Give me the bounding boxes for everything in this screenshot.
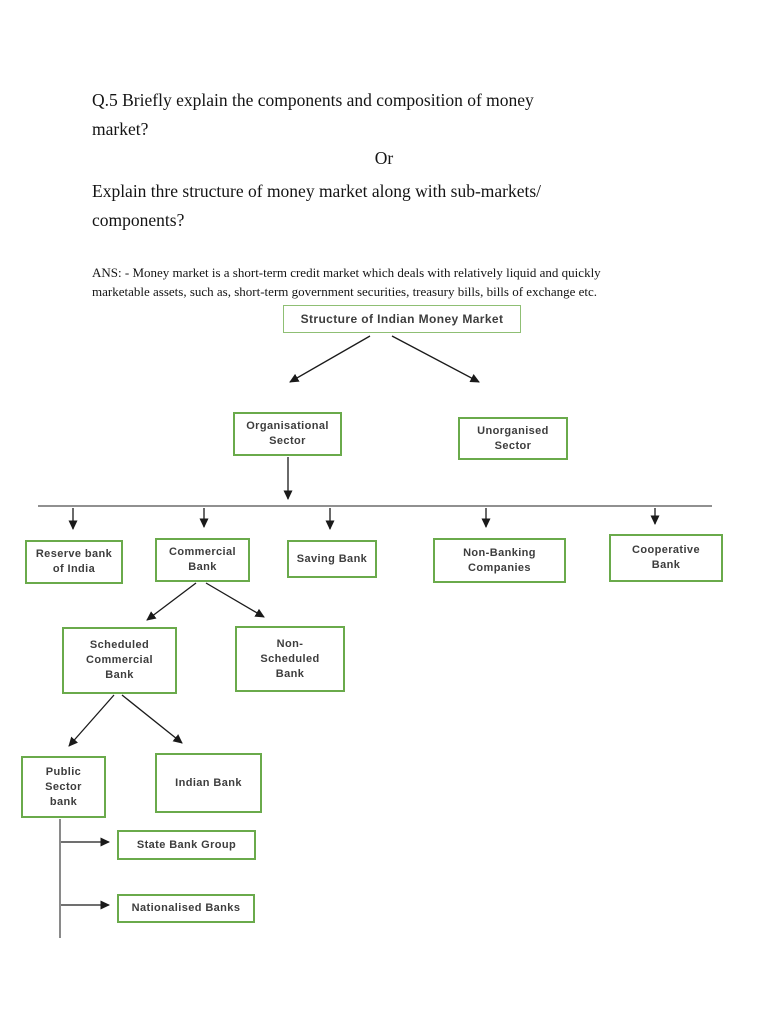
arrow-commercial-to-scheduled <box>146 582 197 621</box>
node-scheduled-commercial-bank: Scheduled Commercial Bank <box>62 627 177 694</box>
node-nationalised-banks: Nationalised Banks <box>117 894 255 923</box>
node-public-sector-bank: Public Sector bank <box>21 756 106 818</box>
node-indian-bank: Indian Bank <box>155 753 262 813</box>
node-saving-bank: Saving Bank <box>287 540 377 578</box>
answer-intro: ANS: - Money market is a short-term cred… <box>92 265 601 299</box>
arrow-commercial-to-nonscheduled <box>205 582 265 618</box>
node-structure-of-indian-money-market: Structure of Indian Money Market <box>283 305 521 333</box>
arrow-scheduled-to-indian <box>121 694 183 744</box>
node-reserve-bank-of-india: Reserve bank of India <box>25 540 123 584</box>
node-state-bank-group: State Bank Group <box>117 830 256 860</box>
arrow-root-to-unorganised <box>391 335 480 383</box>
arrow-scheduled-to-public <box>68 694 115 747</box>
or-separator: Or <box>374 148 394 168</box>
question-alternative: Explain thre structure of money market a… <box>92 181 542 230</box>
node-non-banking-companies: Non-Banking Companies <box>433 538 566 583</box>
node-non-scheduled-bank: Non- Scheduled Bank <box>235 626 345 692</box>
node-commercial-bank: Commercial Bank <box>155 538 250 582</box>
node-organisational-sector: Organisational Sector <box>233 412 342 456</box>
arrow-root-to-organisational <box>289 335 371 383</box>
node-unorganised-sector: Unorganised Sector <box>458 417 568 460</box>
node-cooperative-bank: Cooperative Bank <box>609 534 723 582</box>
question-primary: Q.5 Briefly explain the components and c… <box>92 90 534 139</box>
